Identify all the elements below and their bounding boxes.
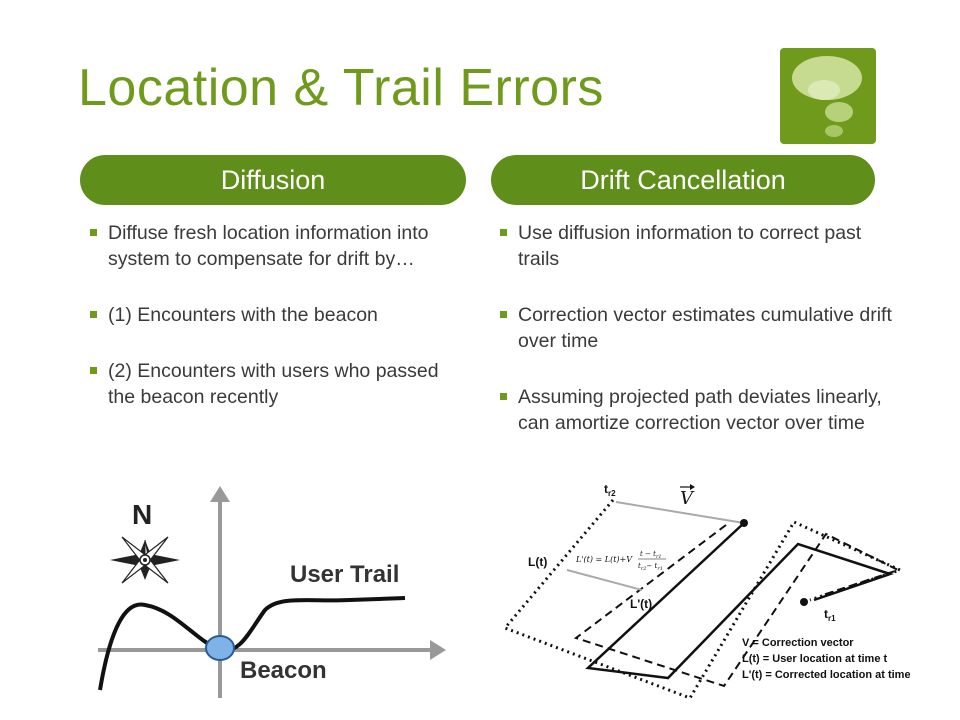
bullet-item: Assuming projected path deviates linearl…: [500, 384, 900, 436]
question-logo: [780, 48, 876, 144]
svg-text:V = Correction vector: V = Correction vector: [742, 637, 854, 649]
svg-text:t − tr1: t − tr1: [640, 550, 662, 560]
user-trail-label: User Trail: [290, 561, 399, 588]
diagram-legend: V = Correction vector L(t) = User locati…: [742, 637, 910, 681]
svg-text:tr2: tr2: [604, 482, 616, 498]
correction-formula: L'(t) = L(t)+V t − tr1 tr2− tr1: [575, 550, 666, 572]
svg-text:tr2− tr1: tr2− tr1: [638, 562, 663, 572]
diffusion-bullets: Diffuse fresh location information into …: [90, 220, 470, 440]
svg-text:L(t) = User location at time: L(t) = User location at time t: [742, 653, 887, 665]
bullet-item: (2) Encounters with users who passed the…: [90, 358, 470, 410]
beacon-marker: [205, 635, 235, 661]
bullet-item: Correction vector estimates cumulative d…: [500, 302, 900, 354]
svg-text:L'(t) = L(t)+V: L'(t) = L(t)+V: [575, 555, 633, 564]
north-label: N: [132, 499, 152, 530]
bullet-item: Use diffusion information to correct pas…: [500, 220, 900, 272]
beacon-label: Beacon: [240, 657, 327, 684]
diffusion-header: Diffusion: [80, 155, 466, 205]
svg-text:L'(t) = Corrected location at: L'(t) = Corrected location at time t: [742, 669, 910, 681]
page-title: Location & Trail Errors: [78, 59, 604, 117]
svg-text:tr1: tr1: [824, 607, 836, 623]
vector-label: V: [680, 488, 695, 509]
compass-rose-icon: [110, 536, 180, 584]
diffusion-diagram: N User Trail Beacon: [98, 486, 446, 698]
drift-cancellation-header: Drift Cancellation: [491, 155, 875, 205]
drift-bullets: Use diffusion information to correct pas…: [500, 220, 900, 466]
lt-label: L(t): [528, 555, 547, 569]
lpt-label: L'(t): [630, 597, 652, 611]
bullet-item: Diffuse fresh location information into …: [90, 220, 470, 272]
bullet-item: (1) Encounters with the beacon: [90, 302, 470, 328]
tr1-label: t: [824, 607, 828, 621]
speech-bubble-icon: [792, 56, 862, 137]
tr2-label: t: [604, 482, 608, 496]
drift-cancellation-diagram: tr2 V L(t) L'(t) L'(t) = L(t)+V t − tr1 …: [502, 482, 910, 700]
